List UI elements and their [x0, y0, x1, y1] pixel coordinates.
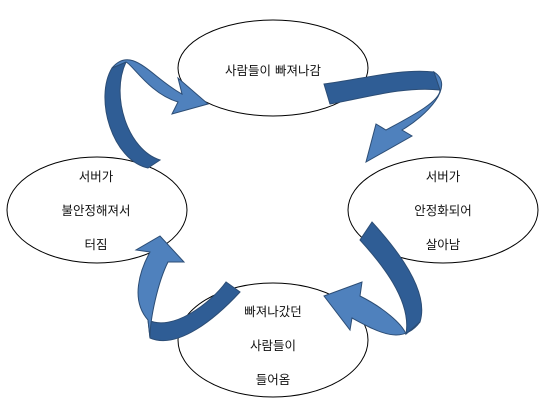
arrow-top-to-right — [323, 70, 442, 164]
node-right-ellipse — [347, 156, 539, 264]
arrow-right-to-bottom-front — [323, 281, 421, 336]
arrow-top-to-right-front — [365, 70, 442, 164]
node-top-ellipse — [177, 19, 369, 117]
node-left-ellipse — [6, 156, 188, 264]
node-bottom-line: 들어옴 — [255, 372, 291, 387]
node-bottom-line: 사람들이 — [249, 338, 296, 353]
node-left-line: 터짐 — [84, 237, 108, 252]
node-top-label: 사람들이 빠져나감 — [180, 60, 366, 79]
node-left-line: 불안정해져서 — [61, 203, 131, 218]
arrow-right-to-bottom — [323, 221, 423, 336]
arrow-left-to-top — [104, 59, 210, 169]
node-bottom-line: 빠져나갔던 — [244, 304, 302, 319]
node-right-line: 서버가 — [425, 169, 461, 184]
node-right-line: 안정화되어 — [414, 203, 472, 218]
arrow-left-to-top-front — [111, 59, 210, 115]
node-bottom-ellipse — [177, 282, 369, 398]
arrow-bottom-to-left — [134, 235, 241, 341]
arrow-bottom-to-left-front — [134, 235, 186, 339]
node-left-line: 서버가 — [78, 169, 114, 184]
node-right-label: 서버가 안정화되어 살아남 — [350, 160, 536, 262]
node-bottom-label: 빠져나갔던 사람들이 들어옴 — [180, 295, 366, 397]
node-top-line: 사람들이 빠져나감 — [225, 63, 321, 78]
node-left-label: 서버가 불안정해져서 터짐 — [8, 160, 184, 262]
node-right-line: 살아남 — [425, 237, 461, 252]
